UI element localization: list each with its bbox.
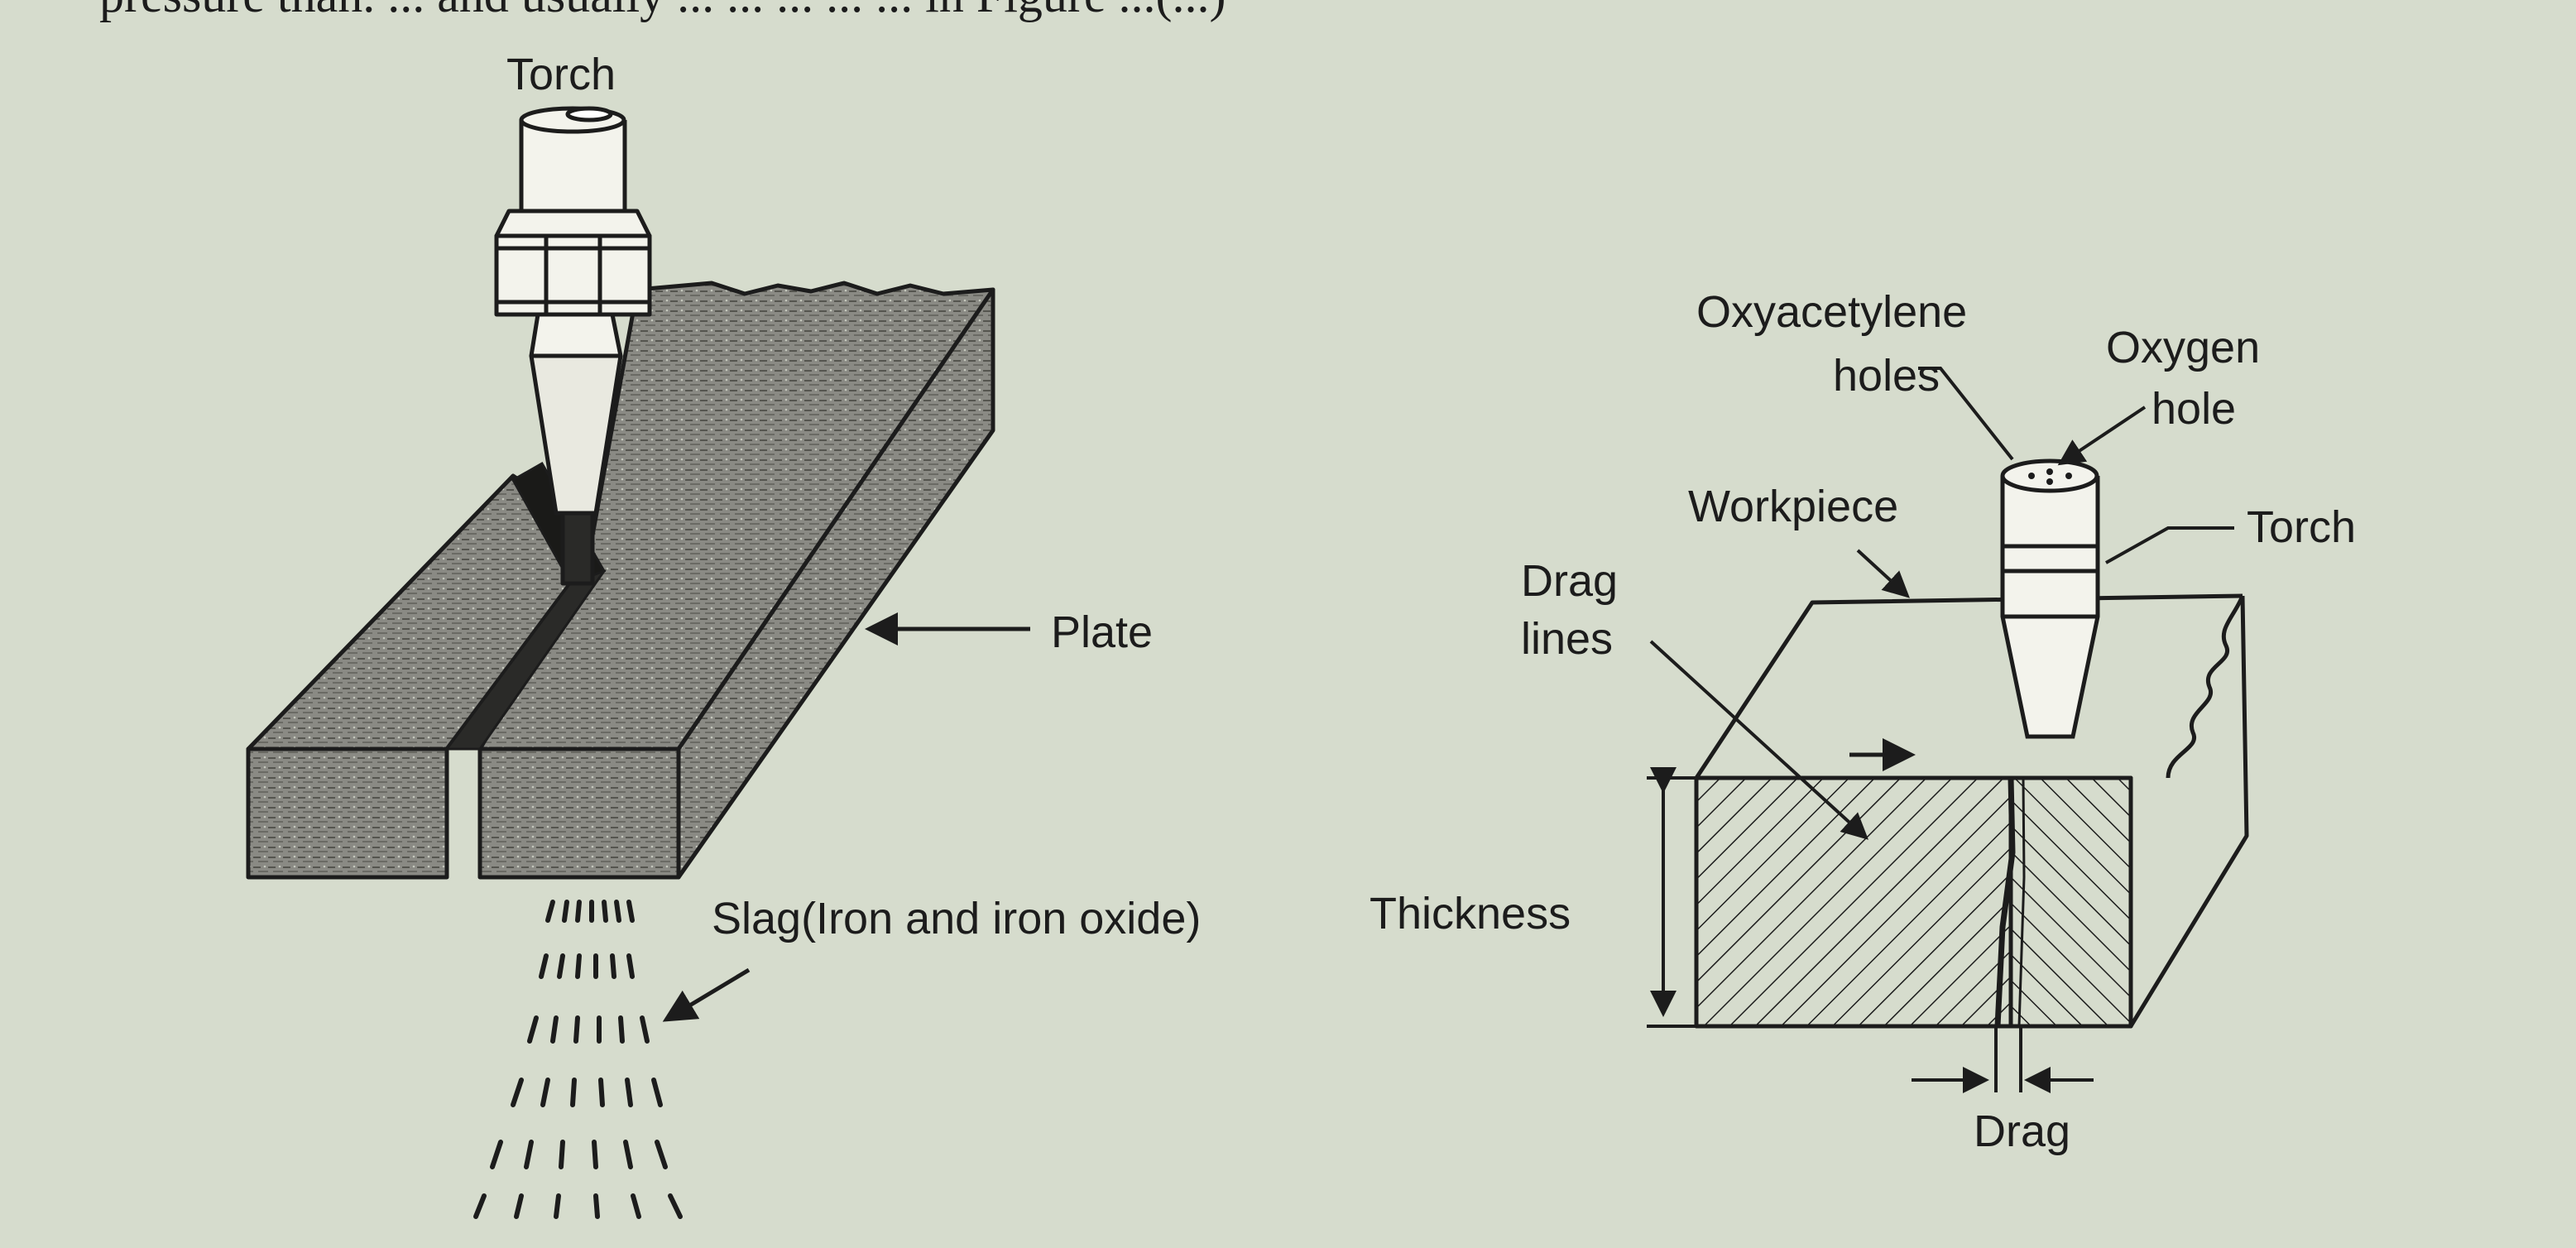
cutting-torch xyxy=(2000,458,2100,739)
drag-label: Drag xyxy=(1974,1106,2070,1156)
right-figure-cut-geometry: Oxyacetylene holes Oxygen hole Torch Wor… xyxy=(1370,287,2356,1156)
workpiece-block xyxy=(1694,593,2249,1029)
torch-label-right: Torch xyxy=(2247,502,2356,552)
oxyacetylene-leader xyxy=(1918,367,2014,461)
oxyacetylene-label-line2: holes xyxy=(1833,351,1940,401)
drag-lines-label-line1: Drag xyxy=(1521,556,1618,606)
thickness-label: Thickness xyxy=(1370,889,1571,938)
left-figure-flame-cutting: Torch Plate Slag(Iron and i xyxy=(246,50,1201,1219)
slag-spray xyxy=(473,900,683,1219)
plate-label: Plate xyxy=(1051,607,1153,657)
plate-right-piece xyxy=(477,281,995,880)
torch xyxy=(494,106,652,586)
drag-lines-label-line2: lines xyxy=(1521,614,1613,664)
slag-arrow xyxy=(662,967,751,1022)
drag-lines-arrow xyxy=(1649,640,1868,840)
workpiece-arrow xyxy=(1856,549,1910,598)
workpiece-label: Workpiece xyxy=(1688,482,1898,531)
oxyacetylene-label-line1: Oxyacetylene xyxy=(1696,287,1967,337)
oxygen-arrow xyxy=(2057,406,2147,466)
torch-leader xyxy=(2105,526,2234,564)
torch-label: Torch xyxy=(506,50,616,99)
oxygen-label-line2: hole xyxy=(2151,384,2236,434)
oxygen-label-line1: Oxygen xyxy=(2106,323,2260,372)
thickness-dimension xyxy=(1647,767,1696,1028)
plate-left-piece xyxy=(246,473,607,880)
top-text-fragment: pressure than. ... and usually ... ... .… xyxy=(99,0,1226,22)
drag-dimension xyxy=(1912,1026,2094,1093)
slag-label: Slag(Iron and iron oxide) xyxy=(712,894,1201,943)
